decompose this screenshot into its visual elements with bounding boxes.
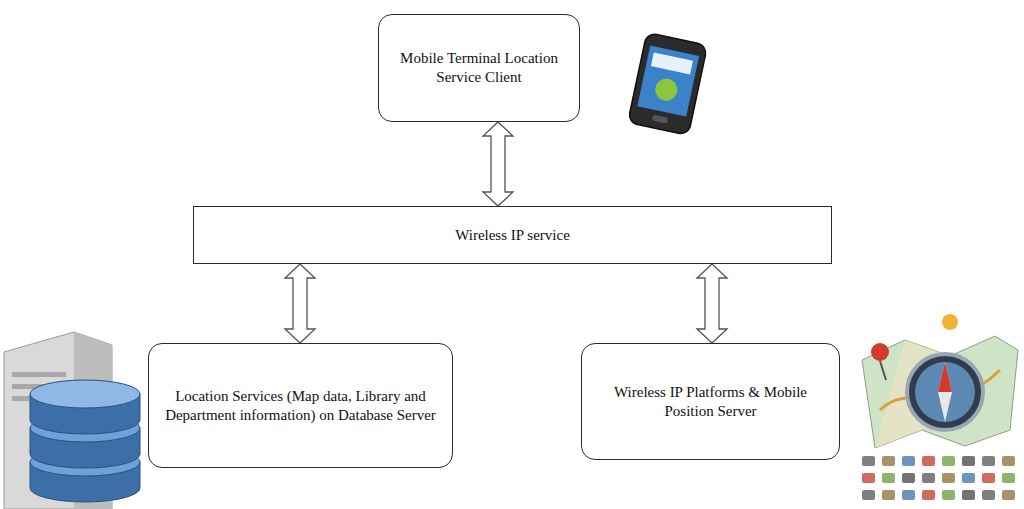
map-symbols [862, 456, 1015, 500]
box-label: Location Services (Map data, Library and… [159, 387, 442, 425]
map-icon [862, 314, 1018, 448]
box-label: Wireless IP service [455, 226, 570, 245]
map-symbol [922, 473, 935, 483]
map-symbol [962, 456, 975, 466]
service-box: Wireless IP Platforms & Mobile Position … [581, 343, 840, 460]
database-icon [30, 380, 140, 502]
map-symbol [942, 473, 955, 483]
box-label: Wireless IP Platforms & Mobile Position … [592, 383, 829, 421]
block-arrow [483, 122, 513, 206]
map-symbol [902, 456, 915, 466]
map-symbol [922, 490, 935, 500]
map-symbol [942, 456, 955, 466]
map-symbol [1002, 473, 1015, 483]
map-symbol [962, 473, 975, 483]
map-symbol [862, 490, 875, 500]
map-symbol [1002, 456, 1015, 466]
map-symbol [922, 456, 935, 466]
block-arrow [697, 264, 727, 343]
phone-icon [628, 33, 708, 136]
map-symbol [882, 473, 895, 483]
map-symbol [982, 490, 995, 500]
map-symbol [982, 456, 995, 466]
box-label: Mobile Terminal Location Service Client [389, 49, 569, 87]
map-symbol [862, 473, 875, 483]
map-symbol [902, 490, 915, 500]
map-symbol [962, 490, 975, 500]
map-symbol [882, 490, 895, 500]
network-band: Wireless IP service [193, 206, 832, 264]
map-symbol [942, 490, 955, 500]
map-symbol [882, 456, 895, 466]
service-box: Mobile Terminal Location Service Client [378, 14, 580, 122]
map-symbol [1002, 490, 1015, 500]
service-box: Location Services (Map data, Library and… [148, 343, 453, 468]
map-symbol [902, 473, 915, 483]
map-symbol [982, 473, 995, 483]
block-arrow [285, 264, 315, 343]
map-symbol [862, 456, 875, 466]
